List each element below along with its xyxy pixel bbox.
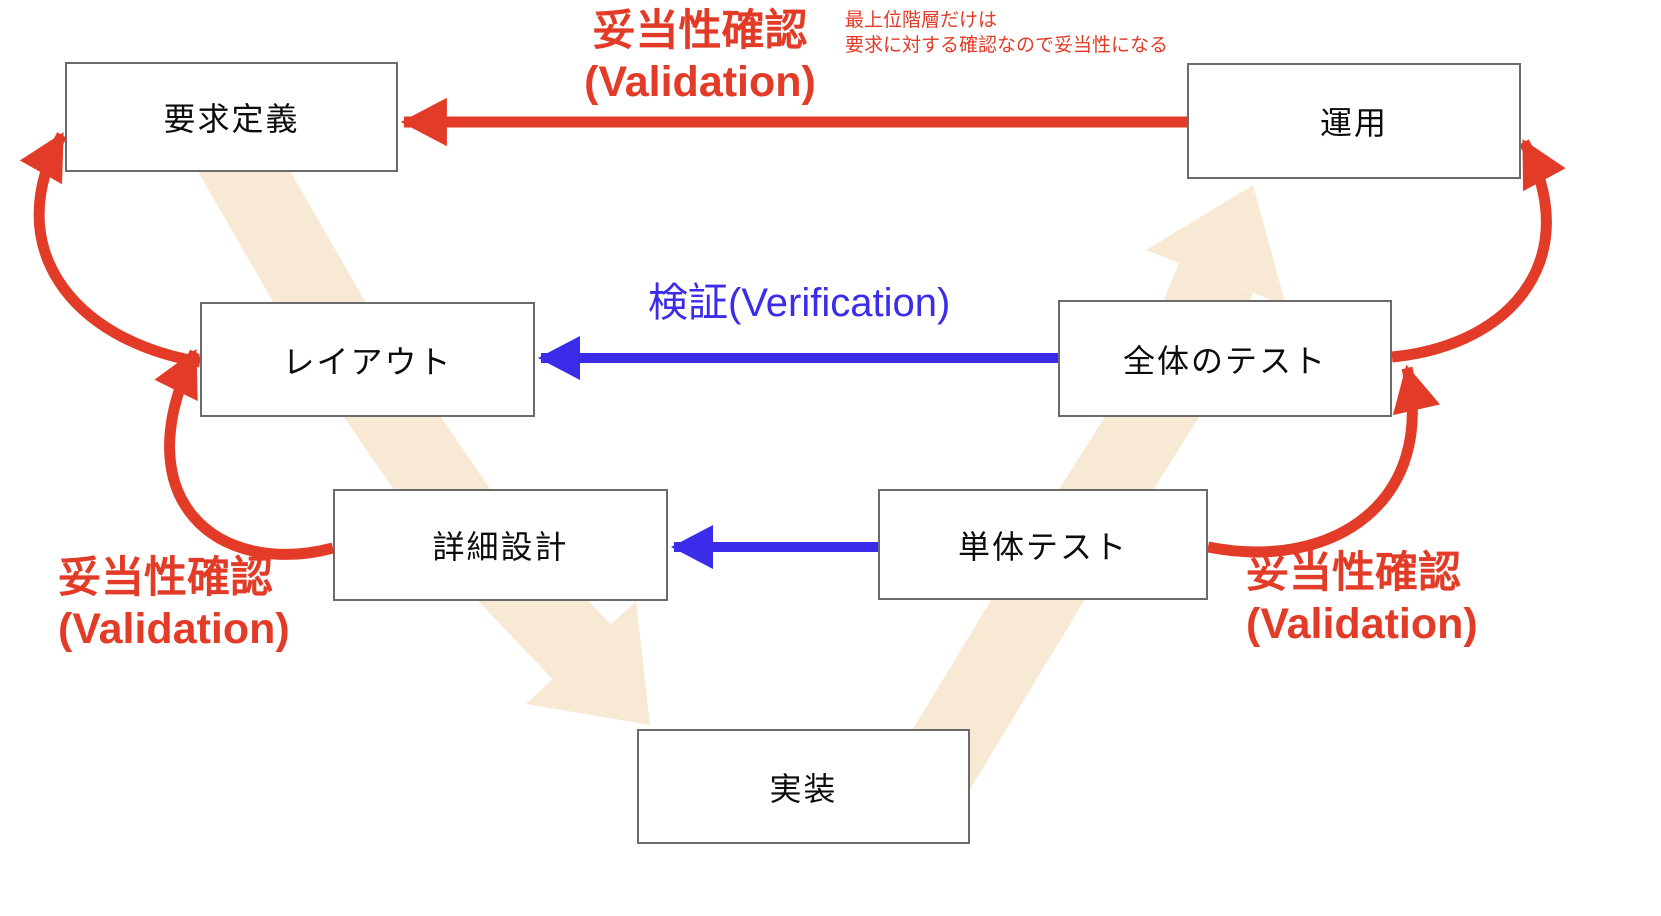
- validation-note-line2: 要求に対する確認なので妥当性になる: [845, 34, 1169, 56]
- box-operation: 運用: [1187, 63, 1521, 179]
- box-operation-label: 運用: [1319, 105, 1388, 141]
- verification-label: 検証(Verification): [648, 281, 951, 325]
- validation-label-top-line1: 妥当性確認: [592, 7, 808, 55]
- box-detailed-design-label: 詳細設計: [432, 529, 569, 565]
- box-layout-label: レイアウト: [282, 343, 453, 380]
- box-implementation: 実装: [637, 729, 970, 844]
- box-layout: レイアウト: [200, 302, 535, 417]
- validation-label-right-line1: 妥当性確認: [1246, 549, 1461, 597]
- validation-label-top: 妥当性確認 (Validation): [560, 6, 840, 107]
- box-implementation-label: 実装: [769, 770, 838, 807]
- validation-label-left-line2: (Validation): [58, 604, 290, 653]
- validation-arrow-systemtest-to-operation: [1391, 139, 1566, 363]
- box-system-test-label: 全体のテスト: [1122, 342, 1327, 379]
- box-requirements-label: 要求定義: [163, 101, 300, 137]
- box-detailed-design: 詳細設計: [333, 489, 668, 601]
- validation-label-left-line1: 妥当性確認: [58, 554, 273, 602]
- box-unit-test: 単体テスト: [878, 489, 1208, 600]
- validation-note: 最上位階層だけは 要求に対する確認なので妥当性になる: [845, 9, 1168, 58]
- box-unit-test-label: 単体テスト: [957, 528, 1128, 565]
- validation-label-right: 妥当性確認 (Validation): [1246, 548, 1478, 649]
- validation-arrow-unittest-to-systemtest: [1206, 364, 1441, 558]
- box-system-test: 全体のテスト: [1058, 300, 1392, 417]
- flow-arrowhead-to-operation: [1146, 185, 1286, 306]
- validation-label-right-line2: (Validation): [1246, 599, 1478, 648]
- box-requirements: 要求定義: [65, 62, 398, 172]
- validation-arrow-detaileddesign-to-layout: [154, 349, 335, 560]
- validation-label-top-line2: (Validation): [584, 57, 816, 106]
- flow-arrowhead-to-implementation: [526, 601, 650, 725]
- validation-arrow-layout-to-requirements: [19, 132, 201, 368]
- validation-label-left: 妥当性確認 (Validation): [58, 553, 290, 654]
- validation-note-line1: 最上位階層だけは: [845, 10, 998, 31]
